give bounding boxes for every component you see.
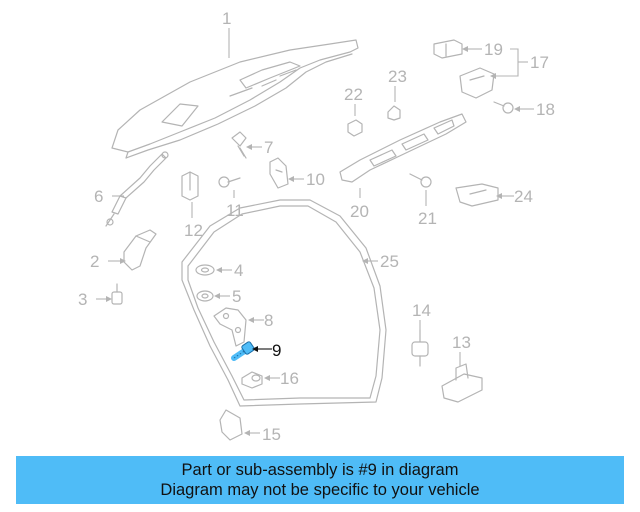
callout-19: 19 xyxy=(484,40,503,59)
part-4-grommet xyxy=(195,264,215,276)
part-21-bolt xyxy=(409,173,432,188)
part-20-garnish xyxy=(339,113,467,183)
info-banner: Part or sub-assembly is #9 in diagram Di… xyxy=(16,456,624,504)
callout-24: 24 xyxy=(514,187,533,206)
part-16-bumper xyxy=(241,371,263,389)
part-2-hinge xyxy=(123,229,157,271)
callout-5: 5 xyxy=(232,287,241,306)
part-13-striker xyxy=(441,363,483,403)
part-15-cover xyxy=(219,409,243,441)
part-3-bolt xyxy=(111,283,123,305)
callout-8: 8 xyxy=(264,311,273,330)
part-9-bolt-highlighted xyxy=(231,341,255,361)
part-23-nut xyxy=(387,105,401,121)
part-22-clip xyxy=(347,119,363,137)
part-18-bolt xyxy=(493,101,514,114)
callout-2: 2 xyxy=(90,252,99,271)
callout-12: 12 xyxy=(184,221,203,240)
callout-17: 17 xyxy=(530,53,549,72)
callout-15: 15 xyxy=(262,425,281,444)
callout-9: 9 xyxy=(272,341,281,360)
callout-22: 22 xyxy=(344,85,363,104)
part-17-actuator xyxy=(459,67,495,99)
callout-21: 21 xyxy=(418,209,437,228)
part-24-switch xyxy=(455,183,499,207)
callout-6: 6 xyxy=(94,187,103,206)
part-14-strut-end xyxy=(411,329,429,367)
part-1-liftgate-panel xyxy=(111,39,359,159)
part-5-grommet xyxy=(196,290,214,302)
banner-line-disclaimer: Diagram may not be specific to your vehi… xyxy=(160,481,480,499)
part-25-weatherstrip xyxy=(181,199,387,407)
callout-7: 7 xyxy=(264,138,273,157)
parts-diagram: 1 6 7 10 12 11 2 xyxy=(78,9,555,444)
banner-line-part: Part or sub-assembly is #9 in diagram xyxy=(181,461,459,479)
part-8-bracket xyxy=(213,307,247,347)
callout-25: 25 xyxy=(380,252,399,271)
callout-18: 18 xyxy=(536,100,555,119)
callout-13: 13 xyxy=(452,333,471,352)
callout-3: 3 xyxy=(78,290,87,309)
callout-14: 14 xyxy=(412,301,431,320)
part-12-bumper xyxy=(181,171,199,201)
part-11-bolt xyxy=(218,176,241,188)
callout-1: 1 xyxy=(222,9,231,28)
callout-10: 10 xyxy=(306,170,325,189)
part-6-gas-strut xyxy=(105,151,169,227)
part-7-bolt xyxy=(231,131,247,159)
part-10-bracket xyxy=(269,157,289,189)
callout-20: 20 xyxy=(350,202,369,221)
callout-16: 16 xyxy=(280,369,299,388)
callout-23: 23 xyxy=(388,67,407,86)
part-19-connector xyxy=(433,39,463,59)
callout-4: 4 xyxy=(234,261,243,280)
